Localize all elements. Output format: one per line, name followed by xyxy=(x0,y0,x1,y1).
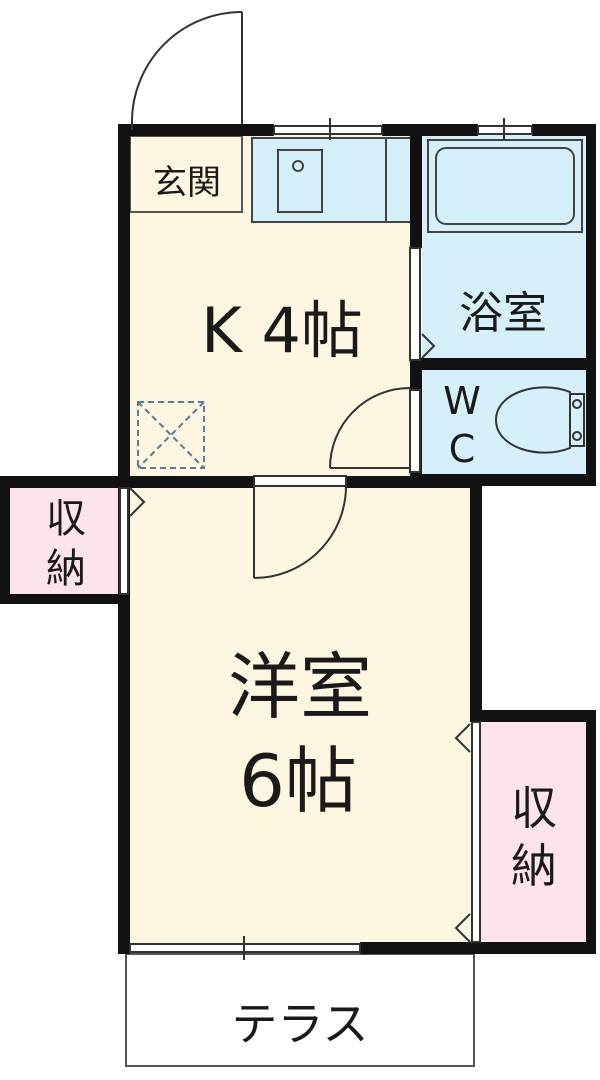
sink xyxy=(277,149,323,213)
western-room-label-line2: 6帖 xyxy=(239,739,357,823)
closet-right-door xyxy=(454,721,481,943)
bathroom-door xyxy=(409,247,436,361)
closet-left-floor xyxy=(6,484,124,598)
windows xyxy=(129,118,533,960)
toilet-door xyxy=(329,387,421,473)
closet-right-floor xyxy=(480,718,586,944)
entrance-floor xyxy=(129,135,243,213)
kitchen-label: K 4帖 xyxy=(201,294,363,367)
terrace-floor xyxy=(125,953,475,1067)
toilet-fixture xyxy=(494,386,585,454)
walls xyxy=(0,124,596,954)
closet-left-door xyxy=(119,487,146,595)
closet-left-label-line2: 納 xyxy=(46,546,86,592)
terrace-label: テラス xyxy=(231,997,368,1051)
ventilation-box xyxy=(137,401,205,469)
toilet-label-w: W xyxy=(443,379,481,423)
entrance-label: 玄関 xyxy=(153,163,221,203)
entrance-door xyxy=(131,11,243,130)
closet-right-label-line1: 収 xyxy=(511,781,557,835)
kitchen-counter xyxy=(251,137,413,223)
bathroom-label: 浴室 xyxy=(459,288,547,339)
western-room-door xyxy=(253,475,347,579)
closet-left-label-line1: 収 xyxy=(46,496,86,542)
bathtub-inner xyxy=(435,147,575,225)
western-room-label-line1: 洋室 xyxy=(228,645,372,729)
toilet-label-c: C xyxy=(449,427,476,471)
western-room-floor xyxy=(126,482,474,944)
sink-drain xyxy=(292,160,304,172)
closet-right-label-line2: 納 xyxy=(511,839,557,893)
